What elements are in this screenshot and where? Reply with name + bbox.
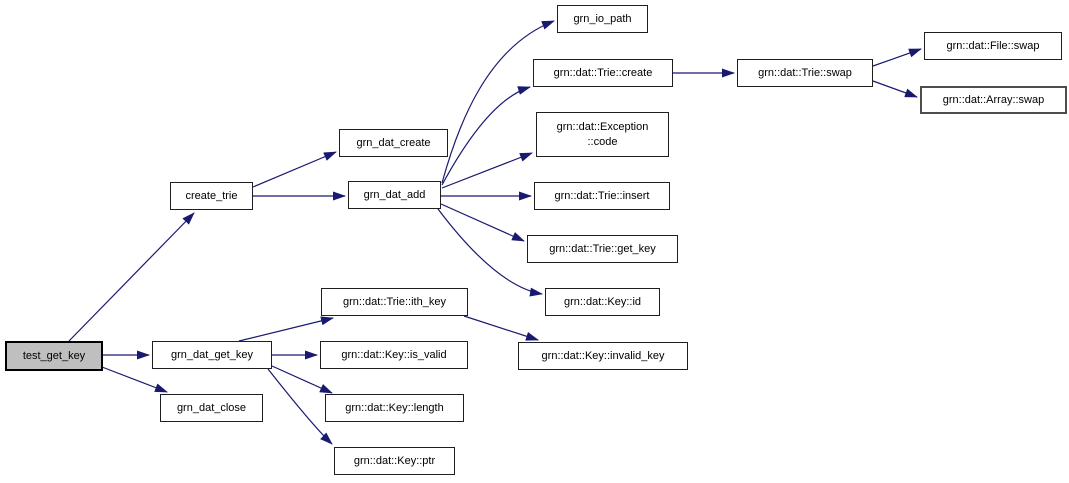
graph-node-trie-get-key[interactable]: grn::dat::Trie::get_key	[527, 235, 678, 263]
graph-node-key-is-valid[interactable]: grn::dat::Key::is_valid	[320, 341, 468, 369]
edge-trie-swap--array-swap	[872, 80, 918, 98]
graph-node-trie-insert[interactable]: grn::dat::Trie::insert	[534, 182, 670, 210]
edge-test-get-key--create-trie	[68, 212, 195, 342]
graph-node-key-length[interactable]: grn::dat::Key::length	[325, 394, 464, 422]
edge-grn-dat-get-key--trie-ith-key	[238, 316, 334, 342]
graph-node-grn-io-path[interactable]: grn_io_path	[557, 5, 648, 33]
edge-grn-dat-add--grn-io-path	[441, 20, 555, 184]
edge-trie-swap--file-swap	[872, 48, 922, 67]
edge-grn-dat-add--trie-get-key	[440, 203, 525, 242]
edge-grn-dat-add--trie-create	[441, 86, 531, 186]
graph-node-grn-dat-get-key[interactable]: grn_dat_get_key	[152, 341, 272, 369]
graph-node-grn-dat-create[interactable]: grn_dat_create	[339, 129, 448, 157]
graph-node-exception-code[interactable]: grn::dat::Exception ::code	[536, 112, 669, 157]
edge-trie-ith-key--key-invalid-key	[463, 315, 539, 341]
graph-node-create-trie[interactable]: create_trie	[170, 182, 253, 210]
edge-grn-dat-get-key--key-length	[271, 365, 333, 394]
edge-test-get-key--grn-dat-close	[101, 366, 168, 393]
graph-node-grn-dat-close[interactable]: grn_dat_close	[160, 394, 263, 422]
graph-node-array-swap[interactable]: grn::dat::Array::swap	[920, 86, 1067, 114]
graph-node-grn-dat-add[interactable]: grn_dat_add	[348, 181, 441, 209]
edges-group	[68, 20, 922, 445]
graph-node-trie-create[interactable]: grn::dat::Trie::create	[533, 59, 673, 87]
graph-node-trie-ith-key[interactable]: grn::dat::Trie::ith_key	[321, 288, 468, 316]
graph-node-key-ptr[interactable]: grn::dat::Key::ptr	[334, 447, 455, 475]
edge-grn-dat-add--exception-code	[441, 152, 533, 189]
edge-create-trie--grn-dat-create	[252, 151, 337, 188]
graph-node-file-swap[interactable]: grn::dat::File::swap	[924, 32, 1062, 60]
graph-node-trie-swap[interactable]: grn::dat::Trie::swap	[737, 59, 873, 87]
graph-node-test-get-key: test_get_key	[5, 341, 103, 371]
edge-grn-dat-add--key-id	[437, 208, 543, 297]
graph-node-key-invalid-key[interactable]: grn::dat::Key::invalid_key	[518, 342, 688, 370]
edge-grn-dat-get-key--key-ptr	[267, 368, 333, 445]
graph-node-key-id[interactable]: grn::dat::Key::id	[545, 288, 660, 316]
